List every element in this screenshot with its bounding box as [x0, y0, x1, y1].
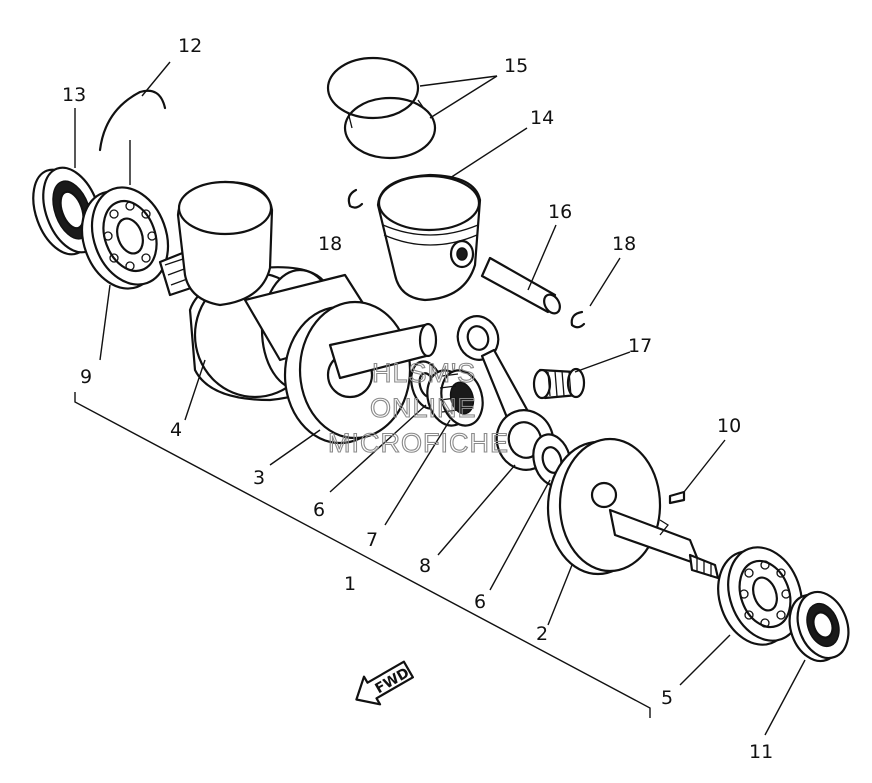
callout-17: 17: [628, 335, 652, 357]
oil-seal-right: [788, 590, 850, 663]
callout-1: 1: [344, 573, 356, 595]
watermark: HLSM'S ONLINE MICROFICHE: [327, 357, 509, 458]
callout-6-left: 6: [313, 499, 325, 521]
bearing-left: [80, 186, 170, 290]
callout-16: 16: [548, 201, 572, 223]
callout-15: 15: [504, 55, 528, 77]
needle-bearing-big-end: [426, 369, 484, 427]
callout-6-right: 6: [474, 591, 486, 613]
callout-10: 10: [717, 415, 741, 437]
woodruff-key: [668, 490, 686, 505]
callout-8: 8: [419, 555, 431, 577]
callout-14: 14: [530, 107, 554, 129]
callout-13: 13: [62, 84, 86, 106]
bearing-right: [717, 546, 803, 646]
callout-3: 3: [253, 467, 265, 489]
crank-half-right: [546, 437, 720, 580]
callout-12: 12: [178, 35, 202, 57]
crank-web-right: [283, 300, 438, 445]
piston-ghost: [176, 180, 274, 307]
forward-direction-arrow: FWD: [355, 660, 414, 706]
watermark-line-3: MICROFICHE: [328, 428, 509, 458]
callout-18-top: 18: [318, 233, 342, 255]
piston-pin-clip-right: [570, 310, 586, 329]
callout-5: 5: [661, 687, 673, 709]
watermark-line-1: HLSM'S: [372, 358, 476, 388]
circlip-12: [98, 89, 167, 152]
piston: [376, 173, 482, 302]
callout-2: 2: [536, 623, 548, 645]
callout-11: 11: [749, 741, 773, 763]
piston-pin-clip-top: [347, 188, 364, 209]
piston-pin: [480, 256, 561, 315]
needle-bearing-small-end: [532, 367, 586, 400]
callout-4: 4: [170, 419, 182, 441]
watermark-line-2: ONLINE: [370, 393, 477, 423]
leader-lines: [74, 61, 806, 736]
piston-rings: [326, 56, 437, 160]
callout-labels: 12 13 15 14 16 18 18 17 9 10 4 3 6 7 1 8…: [62, 35, 773, 763]
callout-9: 9: [80, 366, 92, 388]
callout-7: 7: [366, 529, 378, 551]
callout-18-right: 18: [612, 233, 636, 255]
